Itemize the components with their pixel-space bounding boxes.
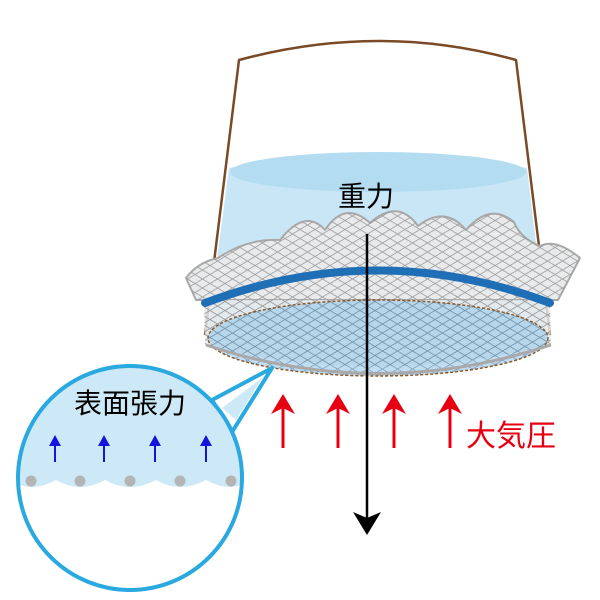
net-rim bbox=[207, 299, 549, 377]
up-arrow-icon bbox=[438, 394, 462, 448]
tension-arrows bbox=[49, 435, 212, 462]
up-arrow-icon bbox=[382, 394, 406, 448]
callout-water bbox=[18, 366, 242, 487]
up-arrow-icon bbox=[200, 435, 212, 462]
up-arrow-icon bbox=[98, 435, 110, 462]
cup-outline bbox=[203, 39, 552, 336]
water-surface bbox=[230, 152, 526, 192]
up-arrow-icon bbox=[326, 394, 350, 448]
surface-tension-label: 表面張力 bbox=[74, 387, 186, 420]
net-bottom-edge bbox=[205, 343, 552, 375]
up-arrow-icon bbox=[271, 394, 295, 448]
gravity-arrow bbox=[353, 234, 381, 535]
atmospheric-pressure-label: 大気圧 bbox=[466, 419, 556, 454]
mesh-dots bbox=[25, 475, 237, 487]
callout-border bbox=[16, 364, 244, 592]
pressure-arrows bbox=[271, 394, 462, 448]
up-arrow-icon bbox=[149, 435, 161, 462]
gravity-label: 重力 bbox=[338, 180, 394, 213]
up-arrow-icon bbox=[49, 435, 61, 462]
callout-bubble bbox=[16, 364, 274, 592]
rubber-band bbox=[201, 266, 554, 307]
